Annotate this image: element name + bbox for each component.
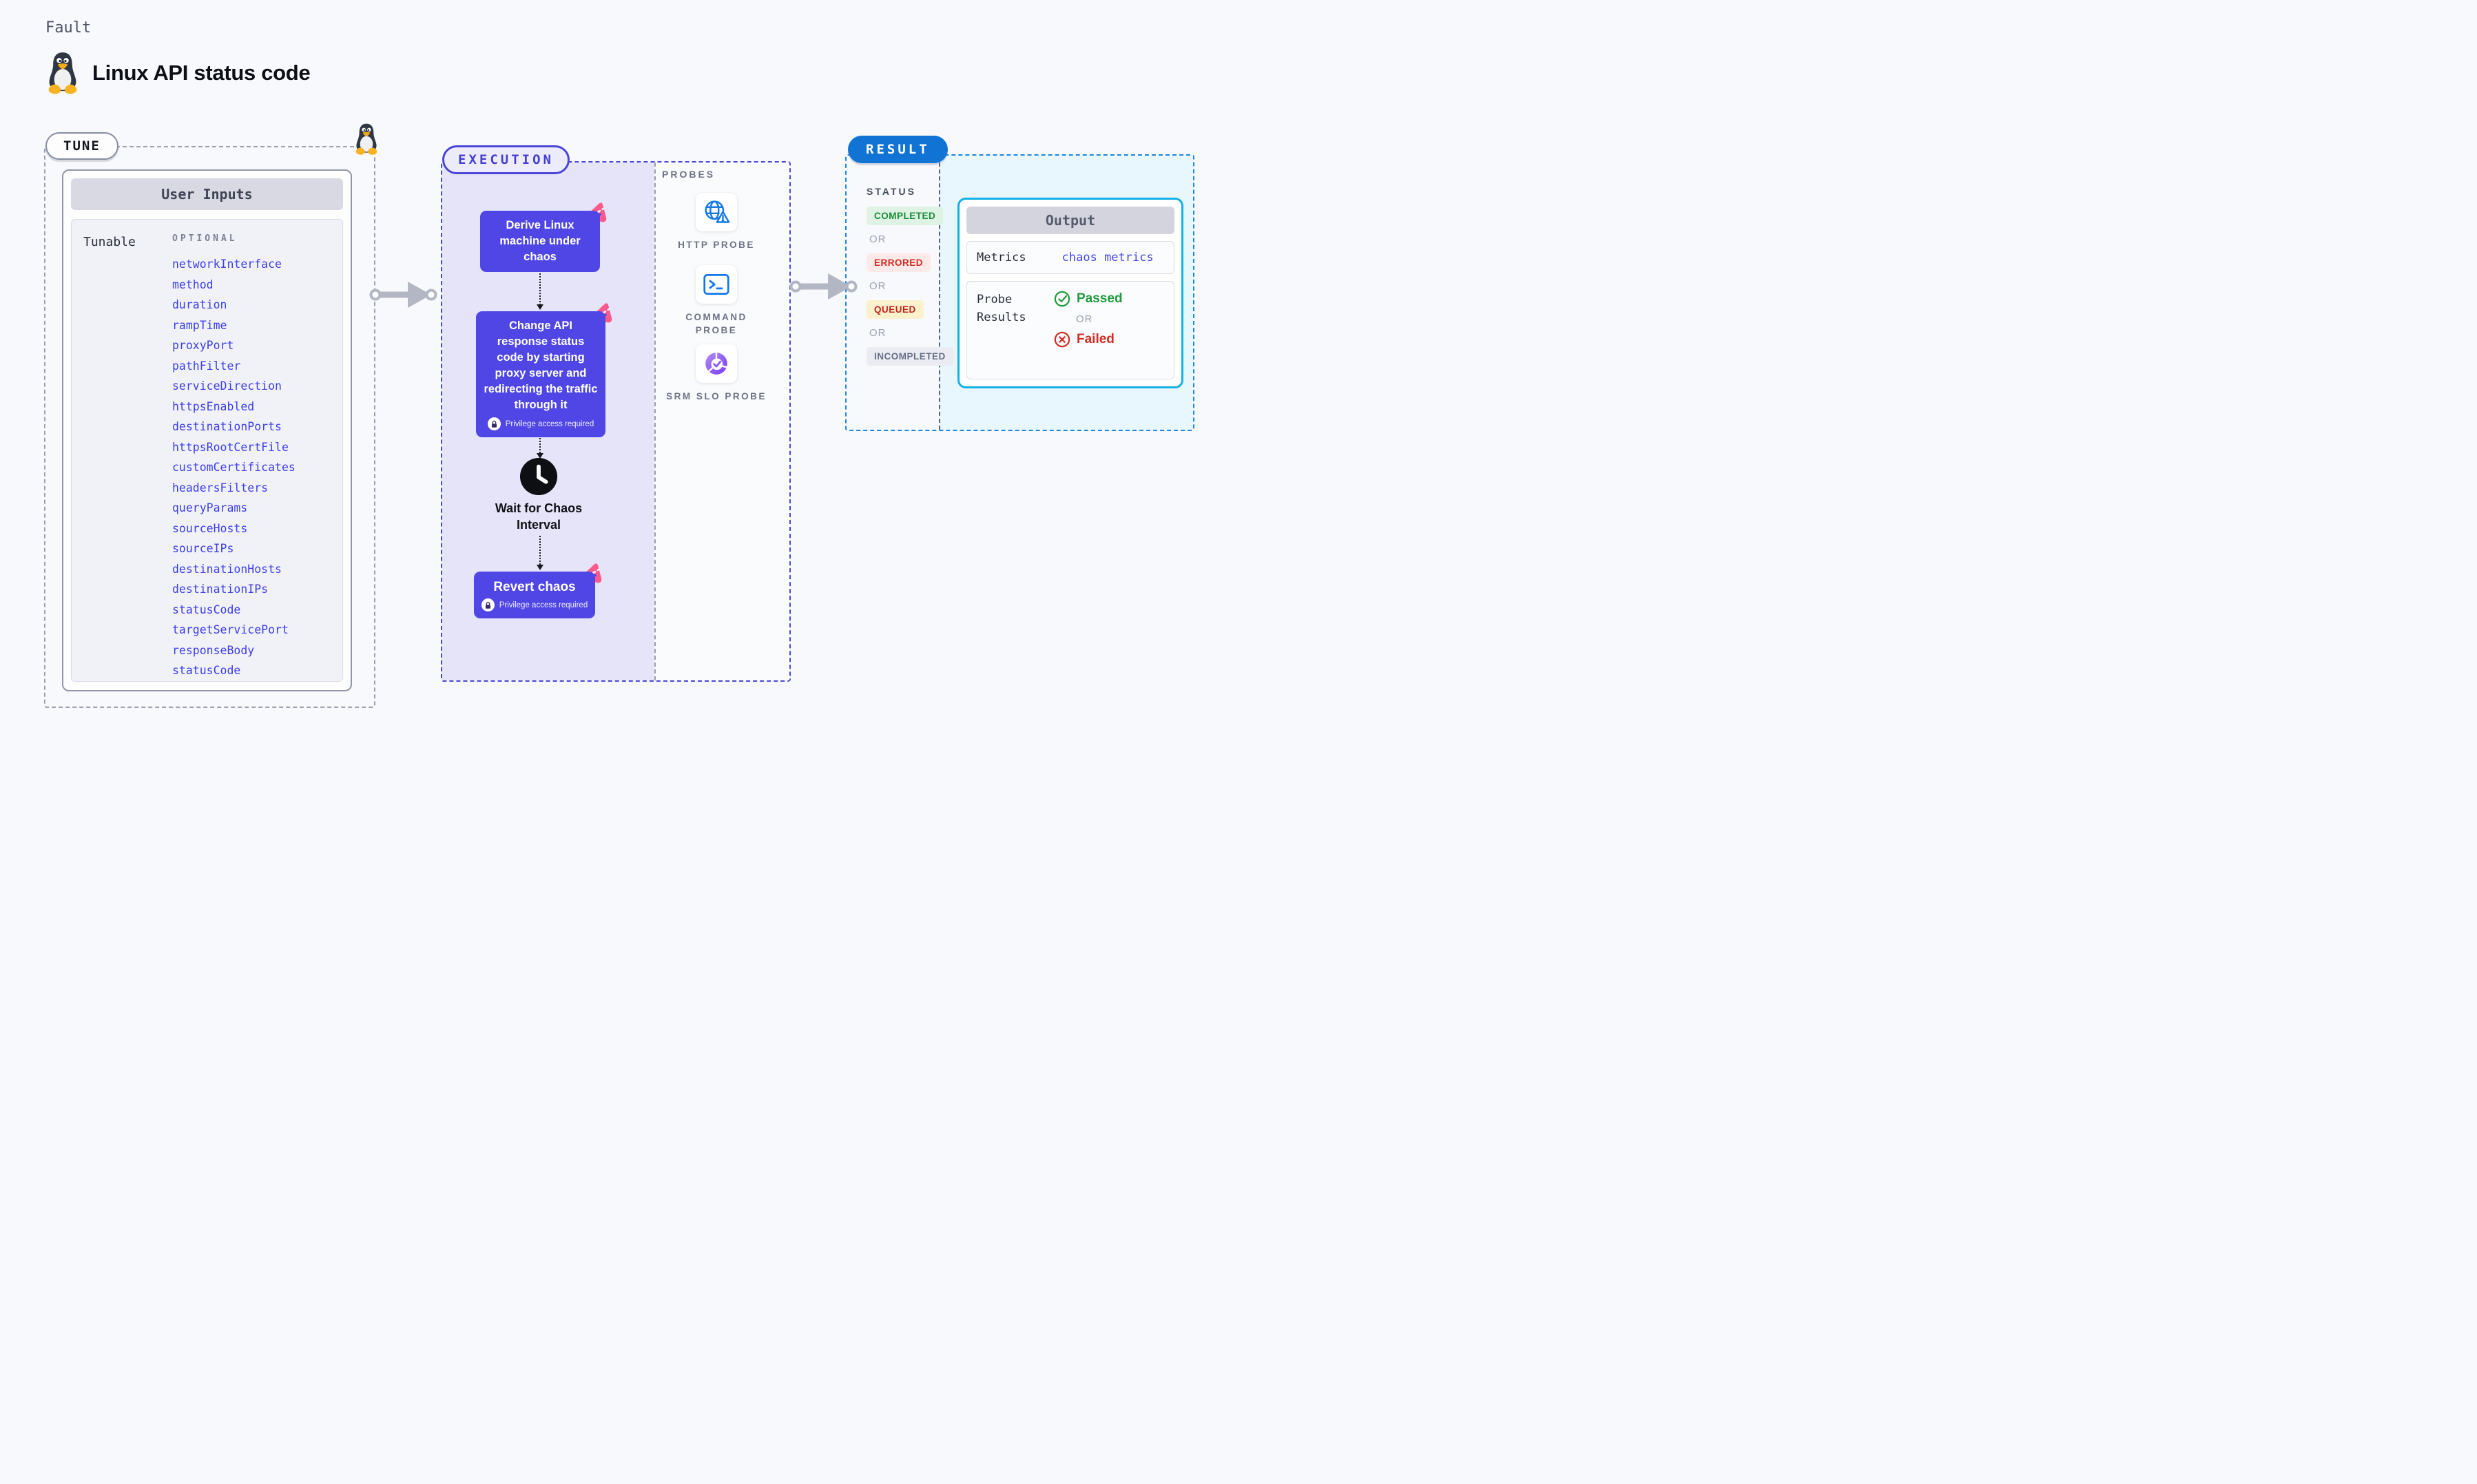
page-title-row: Linux API status code xyxy=(44,51,311,95)
status-badge-errored: ERRORED xyxy=(867,253,931,272)
srm-slo-probe-card xyxy=(696,344,737,383)
tunable-params-list: networkInterface method duration rampTime pr… xyxy=(172,254,296,681)
tunable-param-link[interactable]: statusCode xyxy=(172,603,241,616)
privilege-label: Privilege access required xyxy=(505,419,594,428)
probes-heading: PROBES xyxy=(662,169,716,180)
status-badge-incompleted: INCOMPLETED xyxy=(867,347,953,366)
or-separator: OR xyxy=(869,327,887,339)
tunable-param-link[interactable]: pathFilter xyxy=(172,359,241,373)
tunable-param-link[interactable]: customCertificates xyxy=(172,461,296,474)
output-card: Output Metrics chaos metrics Probe Resul… xyxy=(957,198,1183,388)
http-probe-card xyxy=(696,193,737,231)
flow-connector xyxy=(537,269,543,310)
tune-label-pill: TUNE xyxy=(45,132,118,160)
optional-column-label: OPTIONAL xyxy=(172,233,238,244)
user-inputs-card: User Inputs Tunable OPTIONAL networkInte… xyxy=(62,169,352,691)
probe-results-label: Probe Results xyxy=(977,293,1026,324)
step-revert-text: Revert chaos xyxy=(493,580,576,594)
chaos-metrics-link[interactable]: chaos metrics xyxy=(1061,251,1154,264)
step-derive-text: Derive Linux machine under chaos xyxy=(499,219,581,263)
tunable-param-link[interactable]: destinationHosts xyxy=(172,562,282,576)
privilege-row: Privilege access required xyxy=(481,598,588,612)
tunable-param-link[interactable]: sourceIPs xyxy=(172,542,234,555)
tunable-param-link[interactable]: serviceDirection xyxy=(172,379,282,393)
tunable-param-link[interactable]: proxyPort xyxy=(172,339,234,352)
user-inputs-title: User Inputs xyxy=(71,178,343,210)
http-probe-label: HTTP PROBE xyxy=(678,240,755,250)
page-title: Linux API status code xyxy=(92,61,311,85)
failed-label: Failed xyxy=(1077,332,1115,346)
tune-to-execution-arrow xyxy=(369,275,438,314)
probes-pane xyxy=(654,163,789,680)
or-separator: OR xyxy=(869,280,887,292)
linux-tux-icon-small xyxy=(355,123,377,155)
tunable-param-link[interactable]: destinationIPs xyxy=(172,583,269,596)
probe-results-values: Passed OR Failed xyxy=(1054,291,1123,370)
execution-to-result-arrow xyxy=(789,267,858,306)
tunable-param-link[interactable]: httpsRootCertFile xyxy=(172,440,289,454)
terminal-icon xyxy=(703,274,729,295)
tunable-row-label: Tunable xyxy=(83,235,136,249)
tunable-param-link[interactable]: statusCode xyxy=(172,664,241,677)
linux-tux-icon xyxy=(48,52,77,94)
step-inject-chaos: Change API response status code by start… xyxy=(476,311,605,437)
diagram-canvas: Fault Linux API status code TUNE User In… xyxy=(0,0,1238,742)
metrics-row: Metrics chaos metrics xyxy=(966,241,1174,274)
flow-connector xyxy=(537,421,543,459)
step-inject-text: Change API response status code by start… xyxy=(484,320,598,411)
command-probe-label: COMMAND PROBE xyxy=(685,312,747,335)
output-title: Output xyxy=(966,207,1174,234)
failed-line: Failed xyxy=(1054,331,1123,348)
tunable-param-link[interactable]: queryParams xyxy=(172,501,248,514)
privilege-row: Privilege access required xyxy=(483,417,599,430)
status-heading: STATUS xyxy=(867,186,916,197)
lock-icon xyxy=(487,417,501,430)
execution-label-pill: EXECUTION xyxy=(442,145,570,174)
probe-results-row: Probe Results Passed OR Failed xyxy=(966,281,1174,379)
status-badge-completed: COMPLETED xyxy=(867,207,944,225)
clock-icon xyxy=(519,457,558,496)
or-separator: OR xyxy=(1076,313,1093,325)
tunable-param-link[interactable]: headersFilters xyxy=(172,481,269,494)
tunable-param-link[interactable]: sourceHosts xyxy=(172,521,248,535)
status-list: COMPLETED OR ERRORED OR QUEUED OR INCOMPLETED xyxy=(867,207,953,374)
flow-connector xyxy=(537,536,543,570)
tunable-param-link[interactable]: responseBody xyxy=(172,643,255,657)
metrics-label: Metrics xyxy=(977,251,1026,264)
tunable-param-link[interactable]: targetServicePort xyxy=(172,623,289,636)
srm-slo-probe-label: SRM SLO PROBE xyxy=(666,391,767,401)
tunable-param-link[interactable]: duration xyxy=(172,298,227,311)
step-derive-machine: Derive Linux machine under chaos xyxy=(480,211,600,272)
privilege-label: Privilege access required xyxy=(499,600,588,609)
or-separator: OR xyxy=(869,233,887,245)
category-label: Fault xyxy=(45,19,92,36)
check-circle-icon xyxy=(1054,291,1070,307)
x-circle-icon xyxy=(1054,331,1070,348)
step-wait-text: Wait for Chaos Interval xyxy=(495,501,583,532)
tunable-param-link[interactable]: destinationPorts xyxy=(172,420,282,433)
slo-donut-icon xyxy=(705,353,729,375)
lock-icon xyxy=(481,598,495,612)
tunable-param-link[interactable]: rampTime xyxy=(172,318,227,332)
result-label-pill: RESULT xyxy=(848,136,948,163)
step-revert-chaos: Revert chaos Privilege access required xyxy=(474,572,595,618)
passed-line: Passed xyxy=(1054,291,1123,307)
tunable-param-link[interactable]: networkInterface xyxy=(172,258,282,271)
status-badge-queued: QUEUED xyxy=(867,300,924,319)
tune-section-box xyxy=(44,146,375,708)
tunable-param-link[interactable]: httpsEnabled xyxy=(172,399,255,413)
command-probe-card xyxy=(696,265,737,304)
user-inputs-body: Tunable OPTIONAL networkInterface method d… xyxy=(71,219,343,682)
globe-alert-icon xyxy=(705,200,730,223)
tunable-param-link[interactable]: method xyxy=(172,278,214,291)
passed-label: Passed xyxy=(1077,291,1123,306)
